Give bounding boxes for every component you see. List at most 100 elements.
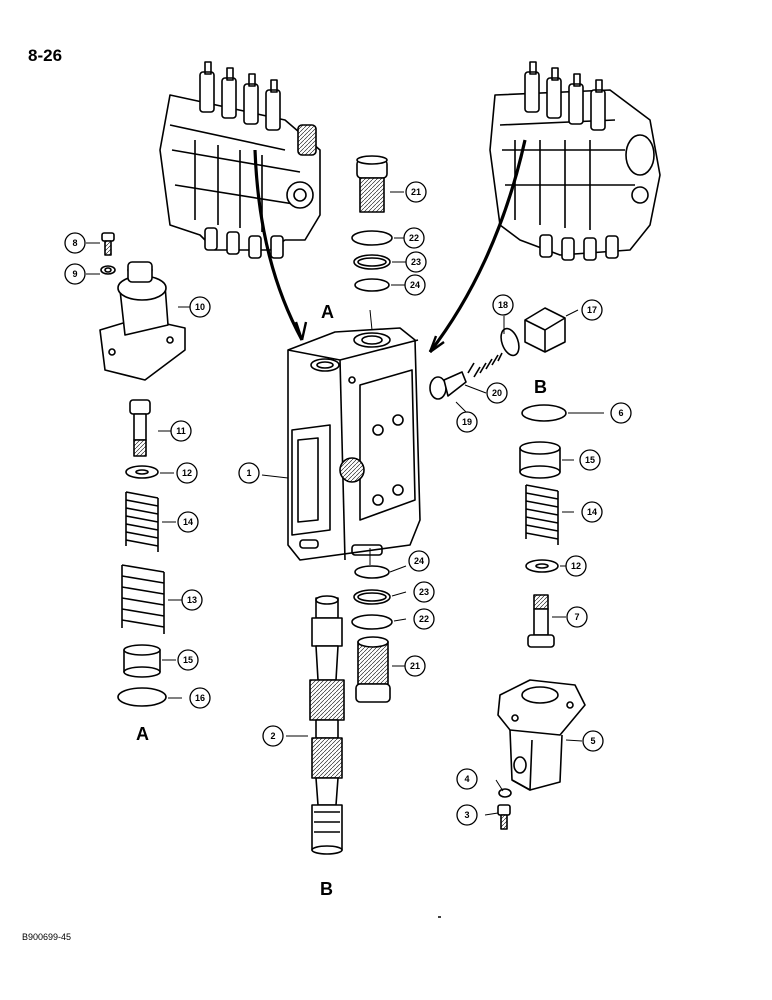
callout-circle bbox=[456, 411, 478, 433]
callout-number: 4 bbox=[464, 774, 469, 784]
callout-number: 18 bbox=[498, 300, 508, 310]
part-5-cap bbox=[497, 679, 586, 791]
part-23-backup-ring-bottom bbox=[353, 589, 391, 605]
part-12-washer-left bbox=[125, 465, 159, 479]
callout-circle bbox=[64, 232, 86, 254]
callout-circle bbox=[189, 296, 211, 318]
part-1-valve-section bbox=[287, 327, 421, 561]
callout-circle bbox=[408, 550, 430, 572]
callout-number: 20 bbox=[492, 388, 502, 398]
part-9-washer bbox=[100, 265, 116, 275]
part-17-plug bbox=[524, 307, 566, 353]
callout-number: 16 bbox=[195, 693, 205, 703]
view-label-a-bottom: A bbox=[136, 724, 149, 744]
figure-code: B900699-45 bbox=[22, 932, 72, 942]
callout-circle bbox=[189, 687, 211, 709]
part-3-bolt bbox=[497, 804, 511, 830]
view-label-a-top: A bbox=[321, 302, 334, 322]
callout-number: 15 bbox=[183, 655, 193, 665]
callout-circle bbox=[404, 274, 426, 296]
part-23-backup-ring-top bbox=[353, 254, 391, 270]
callout-number: 22 bbox=[419, 614, 429, 624]
callout-number: 9 bbox=[72, 269, 77, 279]
callout-circle bbox=[565, 555, 587, 577]
callout-circle bbox=[405, 251, 427, 273]
callout-number: 24 bbox=[410, 280, 420, 290]
part-15-spring-seat-right bbox=[519, 441, 561, 479]
callout-number: 14 bbox=[183, 517, 193, 527]
callout-circle bbox=[170, 420, 192, 442]
callout-circle bbox=[181, 589, 203, 611]
callout-number: 24 bbox=[414, 556, 424, 566]
part-24-oring-top bbox=[354, 278, 390, 292]
part-22-oring-top bbox=[351, 230, 393, 246]
callout-number: 15 bbox=[585, 455, 595, 465]
part-18-oring bbox=[500, 327, 520, 357]
callout-circle bbox=[404, 655, 426, 677]
callout-circle bbox=[610, 402, 632, 424]
callout-circle bbox=[64, 263, 86, 285]
callout-circle bbox=[262, 725, 284, 747]
callout-number: 8 bbox=[72, 238, 77, 248]
part-16-oring bbox=[117, 687, 167, 707]
part-10-cap bbox=[99, 261, 186, 381]
callout-circle bbox=[238, 462, 260, 484]
callout-group: 1234567891011121213141415151617181920212… bbox=[64, 181, 632, 826]
part-12-washer-right bbox=[525, 559, 559, 573]
callout-number: 21 bbox=[411, 187, 421, 197]
part-19-poppet bbox=[429, 371, 467, 400]
part-14-spring-left bbox=[125, 491, 159, 552]
callout-circle bbox=[456, 804, 478, 826]
callout-circle bbox=[582, 730, 604, 752]
part-8-bolt bbox=[101, 232, 115, 256]
callout-number: 5 bbox=[590, 736, 595, 746]
part-4-washer bbox=[498, 788, 512, 798]
callout-number: 11 bbox=[176, 426, 186, 436]
callout-number: 3 bbox=[464, 810, 469, 820]
part-21-plug-bottom bbox=[355, 636, 391, 703]
callout-number: 23 bbox=[419, 587, 429, 597]
callout-circle bbox=[177, 511, 199, 533]
callout-circle bbox=[456, 768, 478, 790]
callout-number: 19 bbox=[462, 417, 472, 427]
page-number: 8-26 bbox=[28, 46, 63, 65]
callout-circle bbox=[486, 382, 508, 404]
callout-circle bbox=[492, 294, 514, 316]
part-22-oring-bottom bbox=[351, 614, 393, 630]
valve-bank-right-illustration bbox=[489, 61, 661, 261]
part-7-bolt bbox=[527, 594, 555, 648]
callout-circle bbox=[403, 227, 425, 249]
callout-circle bbox=[176, 462, 198, 484]
part-14-spring-right bbox=[525, 484, 559, 545]
callout-number: 7 bbox=[574, 612, 579, 622]
view-label-b-top: B bbox=[534, 377, 547, 397]
callout-number: 17 bbox=[587, 305, 597, 315]
callout-circle bbox=[177, 649, 199, 671]
callout-circle bbox=[566, 606, 588, 628]
callout-number: 22 bbox=[409, 233, 419, 243]
part-15-spring-seat-left bbox=[123, 644, 161, 678]
view-label-b-bottom: B bbox=[320, 879, 333, 899]
callout-circle bbox=[405, 181, 427, 203]
part-2-spool bbox=[309, 595, 345, 855]
callout-number: 6 bbox=[618, 408, 623, 418]
callout-circle bbox=[579, 449, 601, 471]
callout-circle bbox=[413, 608, 435, 630]
callout-number: 14 bbox=[587, 507, 597, 517]
valve-bank-left-illustration bbox=[159, 61, 321, 259]
callout-number: 12 bbox=[571, 561, 581, 571]
part-20-spring bbox=[467, 352, 503, 378]
callout-circle bbox=[581, 501, 603, 523]
callout-leaders bbox=[86, 191, 604, 816]
part-11-bolt bbox=[129, 399, 151, 457]
callout-number: 13 bbox=[187, 595, 197, 605]
part-6-oring bbox=[521, 404, 567, 422]
callout-number: 12 bbox=[182, 468, 192, 478]
part-24-oring-bottom bbox=[354, 565, 390, 579]
callout-number: 2 bbox=[270, 731, 275, 741]
part-13-spring bbox=[121, 564, 165, 634]
callout-number: 21 bbox=[410, 661, 420, 671]
callout-circle bbox=[413, 581, 435, 603]
part-21-plug-top bbox=[356, 155, 388, 213]
callout-number: 23 bbox=[411, 257, 421, 267]
